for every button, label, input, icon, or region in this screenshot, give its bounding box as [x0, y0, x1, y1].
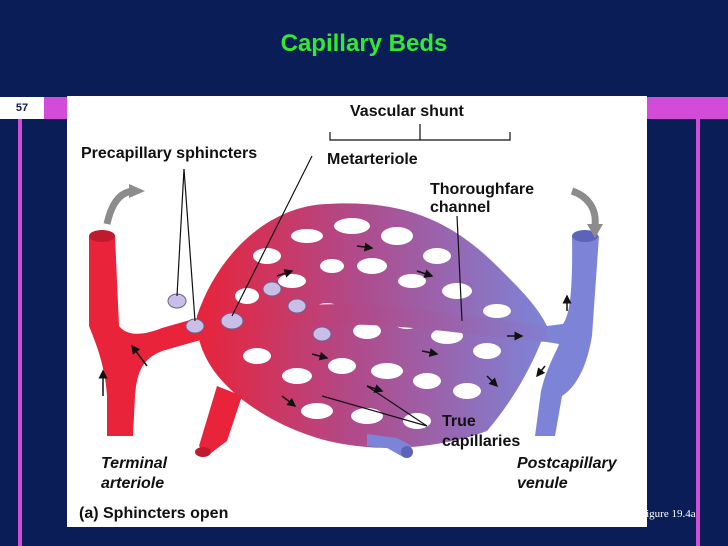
terminal-arteriole: [89, 230, 242, 457]
right-accent-stripe: [696, 119, 700, 546]
left-accent-stripe: [18, 119, 22, 546]
capillary-diagram: Vascular shunt Precapillary sphincters M…: [79, 103, 618, 522]
label-venule: venule: [517, 475, 568, 492]
label-metarteriole: Metarteriole: [327, 151, 418, 168]
direction-arrows: [98, 242, 572, 407]
figure-reference: Figure 19.4a: [640, 508, 696, 520]
label-postcapillary: Postcapillary: [517, 455, 618, 472]
label-channel: channel: [430, 199, 490, 216]
slide-title: Capillary Beds: [280, 30, 448, 57]
label-vascular-shunt: Vascular shunt: [350, 103, 464, 120]
sphincter: [167, 293, 187, 309]
label-arteriole: arteriole: [101, 475, 164, 492]
precapillary-sphincters: [167, 281, 332, 342]
thoroughfare-channel: [197, 304, 567, 344]
label-capillaries: capillaries: [442, 433, 520, 450]
capillary-bed-figure: Vascular shunt Precapillary sphincters M…: [67, 96, 647, 527]
leader-lines: [176, 124, 511, 427]
postcapillary-venule: [367, 230, 599, 458]
sphincter: [312, 326, 332, 342]
figure-caption: (a) Sphincters open: [79, 505, 228, 522]
sphincter: [220, 312, 244, 330]
label-true: True: [442, 413, 476, 430]
sphincter: [262, 281, 282, 297]
flow-arrows: [103, 184, 603, 238]
sphincter: [185, 318, 205, 334]
sphincter: [287, 298, 307, 314]
label-precapillary-sphincters: Precapillary sphincters: [81, 145, 257, 162]
slide-number: 57: [0, 97, 44, 119]
label-terminal: Terminal: [101, 455, 168, 472]
label-thoroughfare: Thoroughfare: [430, 181, 534, 198]
